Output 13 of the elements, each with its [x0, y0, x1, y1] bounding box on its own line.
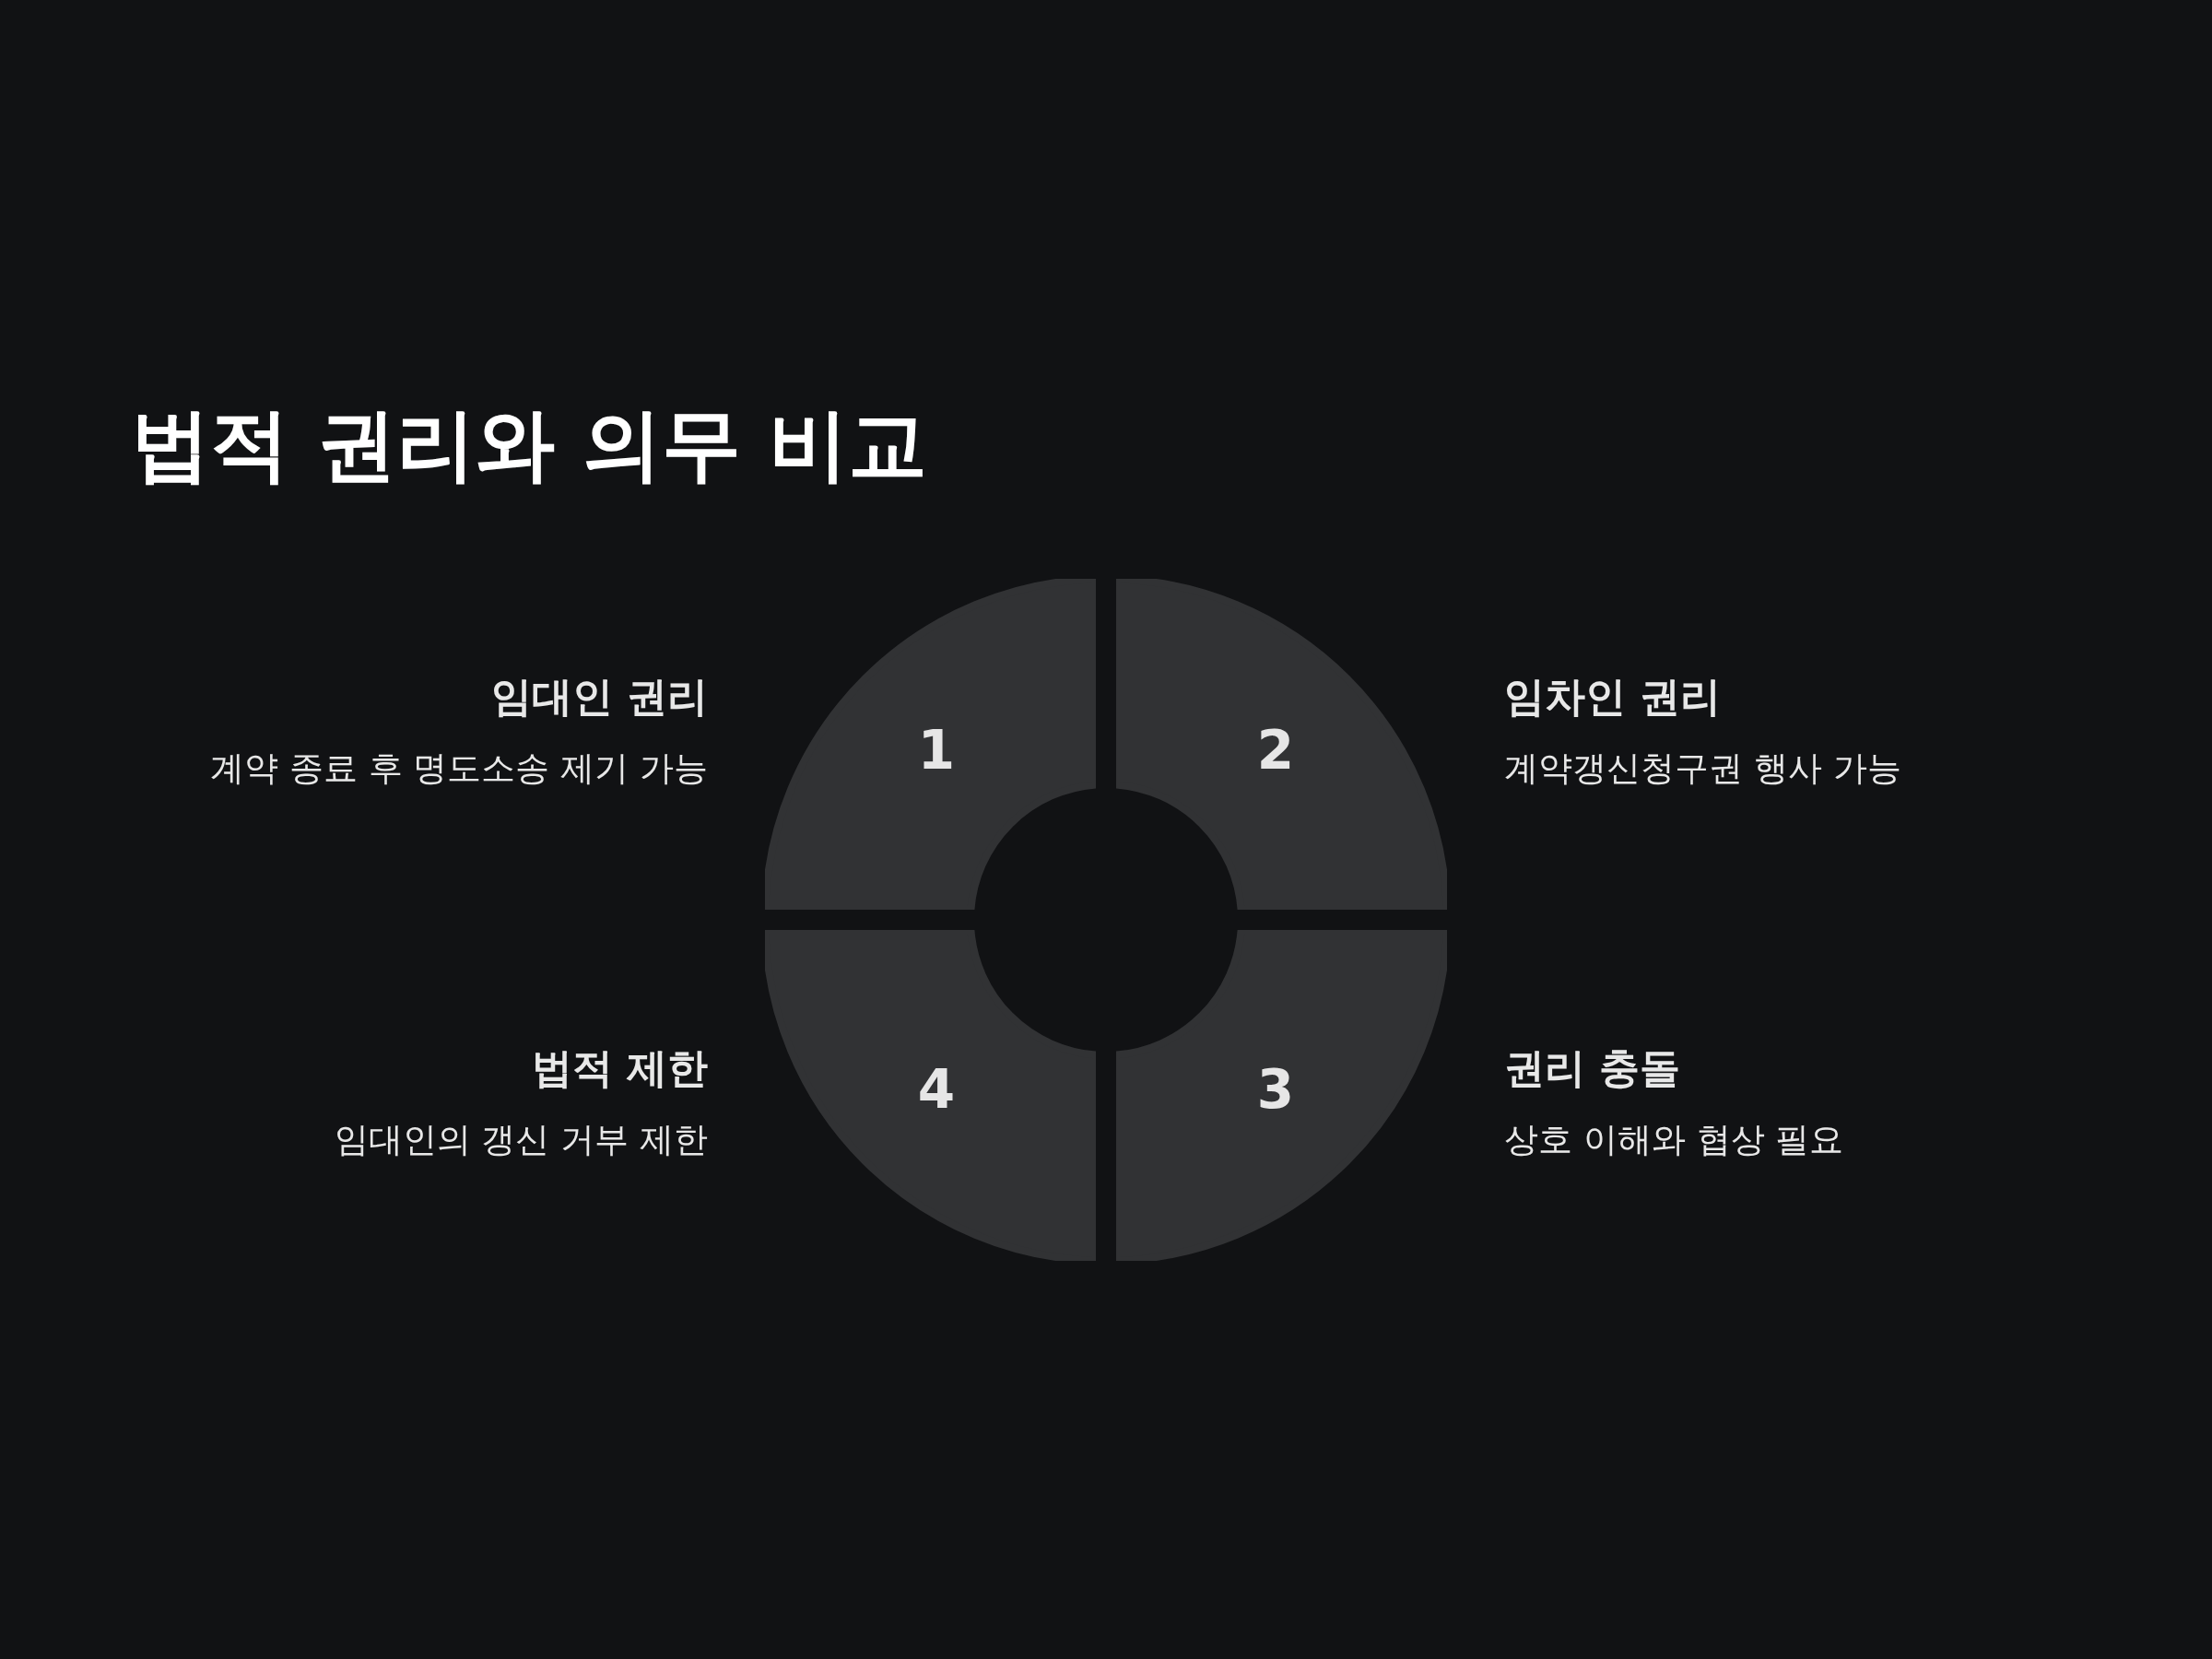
- segment-description: 계약갱신청구권 행사 가능: [1504, 747, 1901, 790]
- segment-number: 3: [1255, 1057, 1296, 1123]
- segment-number: 4: [916, 1057, 957, 1123]
- segment-description: 계약 종료 후 명도소송 제기 가능: [210, 747, 708, 790]
- segment-heading: 임차인 권리: [1504, 672, 1722, 722]
- segment-description: 임대인의 갱신 거부 제한: [334, 1119, 708, 1161]
- segment-heading: 권리 충돌: [1504, 1043, 1681, 1093]
- segment-heading: 법적 제한: [531, 1043, 708, 1093]
- segment-description: 상호 이해와 협상 필요: [1504, 1119, 1844, 1161]
- segment-number: 2: [1255, 718, 1296, 783]
- segment-number: 1: [916, 718, 957, 783]
- title: 법적 권리와 의무 비교: [131, 397, 927, 492]
- segment-heading: 임대인 권리: [490, 672, 708, 722]
